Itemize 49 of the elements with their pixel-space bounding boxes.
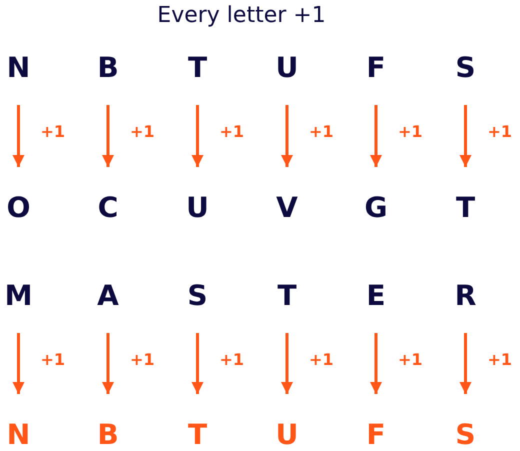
edge-label: +1 <box>309 124 334 140</box>
letter: T <box>188 421 208 449</box>
arrow <box>102 333 114 394</box>
edge-label: +1 <box>488 124 512 140</box>
edge-label: +1 <box>488 352 512 368</box>
letter: O <box>6 194 30 222</box>
letter: S <box>455 421 476 449</box>
letter: A <box>97 282 119 310</box>
arrow <box>281 333 293 394</box>
edge-label: +1 <box>220 124 244 140</box>
arrow <box>102 105 114 167</box>
letter: G <box>364 194 388 222</box>
edge-label: +1 <box>130 352 155 368</box>
arrow <box>192 105 204 167</box>
letter: U <box>276 421 298 449</box>
arrow <box>370 333 382 394</box>
letter: B <box>97 421 119 449</box>
arrow <box>460 333 472 394</box>
arrow <box>192 333 204 394</box>
letter: N <box>6 54 30 82</box>
letter: T <box>456 194 476 222</box>
edge-label: +1 <box>40 124 66 140</box>
edge-label: +1 <box>398 124 423 140</box>
arrow <box>281 105 293 167</box>
letter: S <box>455 54 476 82</box>
edge-label: +1 <box>130 124 155 140</box>
arrow <box>370 105 382 167</box>
letter: B <box>97 54 119 82</box>
title: Every letter +1 <box>157 4 326 26</box>
letter: T <box>277 282 297 310</box>
letter: U <box>186 194 209 222</box>
edge-label: +1 <box>220 352 244 368</box>
letter: F <box>366 421 386 449</box>
arrow <box>12 105 24 167</box>
edge-label: +1 <box>398 352 423 368</box>
letter: V <box>276 194 298 222</box>
letter: C <box>98 194 118 222</box>
letter: T <box>188 54 208 82</box>
letter: S <box>187 282 208 310</box>
letter: R <box>454 282 476 310</box>
letter: U <box>276 54 298 82</box>
letter: F <box>366 54 386 82</box>
letter: M <box>4 282 32 310</box>
letter: N <box>6 421 30 449</box>
edge-label: +1 <box>40 352 66 368</box>
arrow <box>460 105 472 167</box>
letter: E <box>366 282 386 310</box>
edge-label: +1 <box>309 352 334 368</box>
arrow <box>12 333 24 394</box>
